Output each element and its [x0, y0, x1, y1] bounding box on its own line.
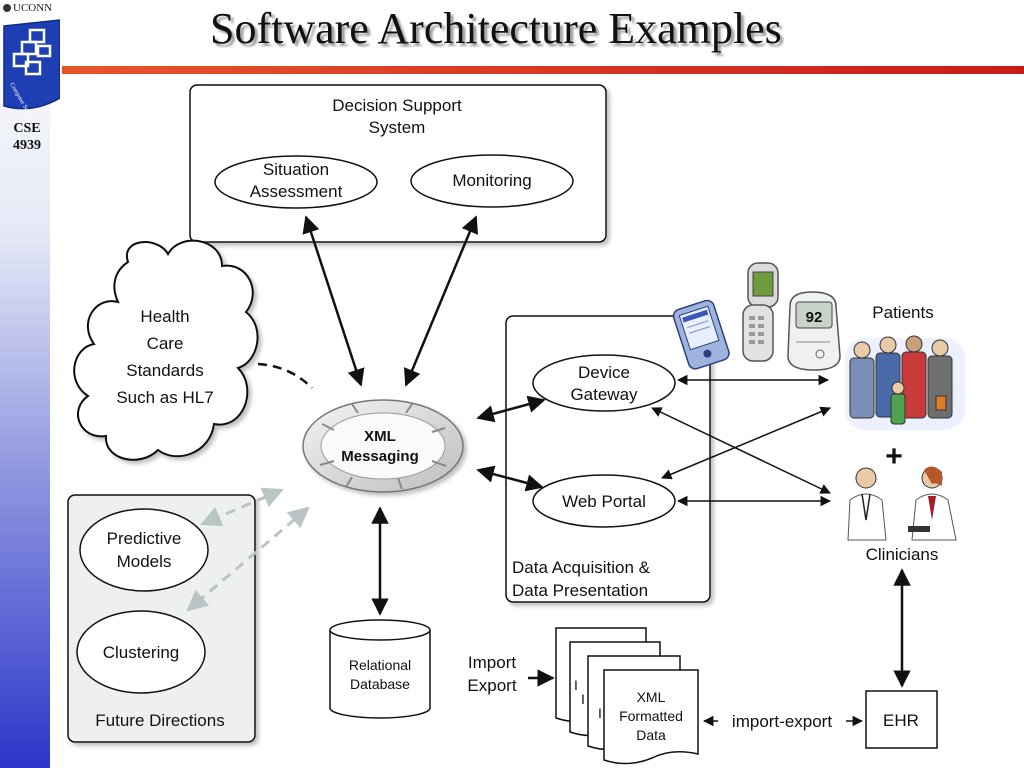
web-portal-node: Web Portal	[532, 474, 676, 528]
standards-dashed-link	[257, 362, 313, 389]
device-label-2: Gateway	[570, 385, 638, 404]
patient-links	[651, 374, 864, 727]
health-label-1: Health	[140, 307, 189, 326]
glucose-reading: 92	[806, 309, 823, 326]
seal-icon	[3, 4, 11, 12]
dss-title-line-1: Decision Support	[332, 96, 462, 115]
daq-label-1: Data Acquisition &	[512, 558, 651, 577]
export-label: Export	[467, 676, 516, 695]
device-gateway-node: Device Gateway	[532, 354, 676, 412]
predictive-models-node: Predictive Models	[79, 508, 209, 592]
ehr-node: EHR	[865, 690, 938, 749]
situation-label-1: Situation	[263, 160, 329, 179]
clinician-pair-icon	[847, 466, 957, 541]
sidebar-gradient	[0, 0, 50, 768]
doc-back-glyph-3: I	[598, 705, 602, 721]
slide-title: Software Architecture Examples	[210, 4, 782, 53]
course-line-2: 4939	[13, 138, 41, 153]
arrow-situation-xml	[302, 215, 365, 387]
webportal-label: Web Portal	[562, 492, 646, 511]
health-label-4: Such as HL7	[116, 388, 213, 407]
pda-device-icon	[672, 299, 730, 370]
arrow-xml-portal	[476, 465, 544, 492]
arrow-portal-patients	[661, 406, 831, 480]
predictive-label-2: Models	[117, 552, 172, 571]
xmlfmt-label-2: Formatted	[619, 708, 683, 724]
import-label: Import	[468, 653, 516, 672]
ehr-label: EHR	[883, 711, 919, 730]
course-line-1: CSE	[13, 121, 41, 136]
xmlfmt-label-1: XML	[637, 689, 666, 705]
rdb-label-1: Relational	[349, 657, 411, 673]
arrow-monitoring-xml	[403, 215, 479, 387]
future-label: Future Directions	[95, 711, 224, 730]
situation-assessment-node: Situation Assessment	[214, 155, 378, 209]
health-label-3: Standards	[126, 361, 204, 380]
dashed-xml-clustering	[186, 506, 310, 612]
arrow-xml-gateway	[476, 395, 546, 423]
import-export-label: import-export	[732, 712, 832, 731]
xml-label-2: Messaging	[341, 448, 419, 465]
xml-messaging-node: XML Messaging	[302, 399, 464, 493]
course-number: CSE 4939	[5, 120, 49, 154]
predictive-label-1: Predictive	[107, 529, 182, 548]
xml-label-1: XML	[364, 428, 396, 445]
dss-title-line-2: System	[369, 118, 426, 137]
xml-documents-stack: I I I XML Formatted Data	[555, 627, 699, 765]
connection-arrows	[302, 215, 911, 688]
rdb-label-2: Database	[350, 676, 410, 692]
clustering-label: Clustering	[103, 643, 180, 662]
university-label: UCONN	[3, 2, 52, 14]
monitoring-label: Monitoring	[452, 171, 531, 190]
relational-database-node: Relational Database	[329, 619, 431, 719]
university-text: UCONN	[13, 2, 53, 14]
doc-back-glyph-2: I	[581, 691, 585, 707]
xmlfmt-label-3: Data	[636, 727, 666, 743]
health-care-standards-cloud: Health Care Standards Such as HL7	[73, 239, 259, 461]
patient-group-icon	[845, 335, 965, 430]
device-label-1: Device	[578, 363, 630, 382]
situation-label-2: Assessment	[250, 182, 343, 201]
plus-sign: +	[885, 440, 903, 473]
doc-back-glyph-1: I	[574, 677, 578, 693]
flip-phone-icon	[742, 262, 779, 362]
clustering-node: Clustering	[76, 610, 206, 694]
glucose-meter-icon: 92	[787, 291, 841, 371]
future-dashed-arrows	[186, 487, 310, 612]
health-label-2: Care	[147, 334, 184, 353]
monitoring-node: Monitoring	[410, 154, 574, 208]
patients-label: Patients	[872, 303, 933, 322]
cse-logo-icon: Computer Science and Engineering	[3, 19, 60, 114]
daq-label-2: Data Presentation	[512, 581, 648, 600]
title-rule	[62, 66, 1024, 74]
clinicians-label: Clinicians	[866, 545, 939, 564]
